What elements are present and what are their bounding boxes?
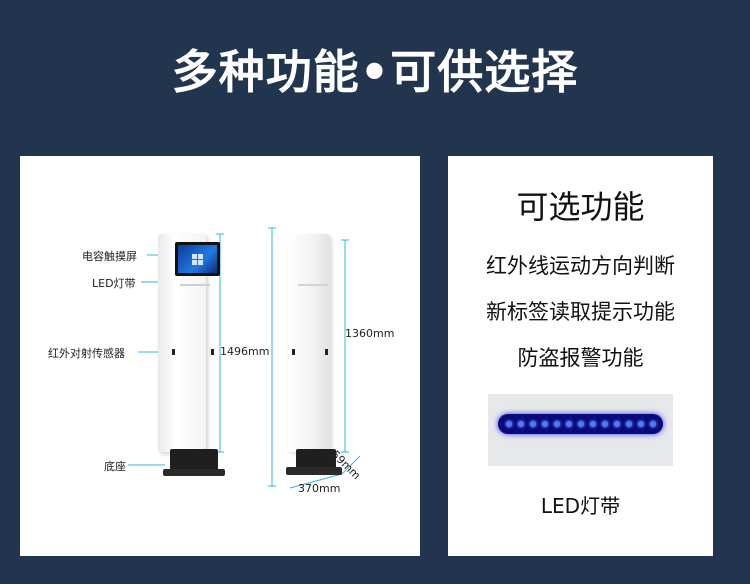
kiosk-side-base <box>296 449 336 471</box>
led-dot <box>638 421 644 427</box>
led-dot <box>614 421 620 427</box>
touchscreen <box>175 242 220 276</box>
feature-item: 防盗报警功能 <box>517 346 644 370</box>
callout-base: 底座 <box>104 460 126 473</box>
feature-item: 红外线运动方向判断 <box>486 254 675 278</box>
side-sensor-right <box>325 349 328 355</box>
kiosk-front-base-plate <box>163 469 225 476</box>
windows-logo-icon <box>192 254 203 265</box>
led-dot <box>506 421 512 427</box>
led-strip <box>180 284 210 286</box>
led-dot <box>554 421 560 427</box>
led-dot <box>578 421 584 427</box>
led-dot <box>542 421 548 427</box>
callout-touchscreen: 电容触摸屏 <box>82 250 137 263</box>
side-sensor-left <box>292 349 295 355</box>
led-bar <box>498 414 663 434</box>
feature-item: 新标签读取提示功能 <box>486 300 675 324</box>
infrared-sensor-right <box>211 349 214 355</box>
led-dot <box>626 421 632 427</box>
kiosk-side-base-plate <box>286 467 342 475</box>
dimension-side-height: 1360mm <box>345 327 395 340</box>
product-diagram-panel: 电容触摸屏 LED灯带 红外对射传感器 底座 1496mm 1360mm 370… <box>20 156 420 556</box>
side-led-strip <box>298 284 328 286</box>
led-dot <box>650 421 656 427</box>
infrared-sensor-left <box>172 349 175 355</box>
page-title: 多种功能•可供选择 <box>171 45 579 99</box>
callout-led-strip: LED灯带 <box>92 277 136 290</box>
led-dot <box>602 421 608 427</box>
kiosk-side-view <box>288 234 330 452</box>
led-dot <box>518 421 524 427</box>
optional-features-title: 可选功能 <box>516 188 645 226</box>
led-dot <box>530 421 536 427</box>
dimension-front-height: 1496mm <box>220 345 270 358</box>
led-dot <box>590 421 596 427</box>
callout-infrared-sensor: 红外对射传感器 <box>48 347 125 360</box>
dimension-base-width: 370mm <box>298 482 341 495</box>
led-strip-caption: LED灯带 <box>540 494 621 518</box>
optional-features-panel: 可选功能 红外线运动方向判断 新标签读取提示功能 防盗报警功能 LED灯带 <box>448 156 713 556</box>
led-strip-photo <box>488 394 673 466</box>
leader-lines <box>128 227 361 489</box>
led-dot <box>566 421 572 427</box>
